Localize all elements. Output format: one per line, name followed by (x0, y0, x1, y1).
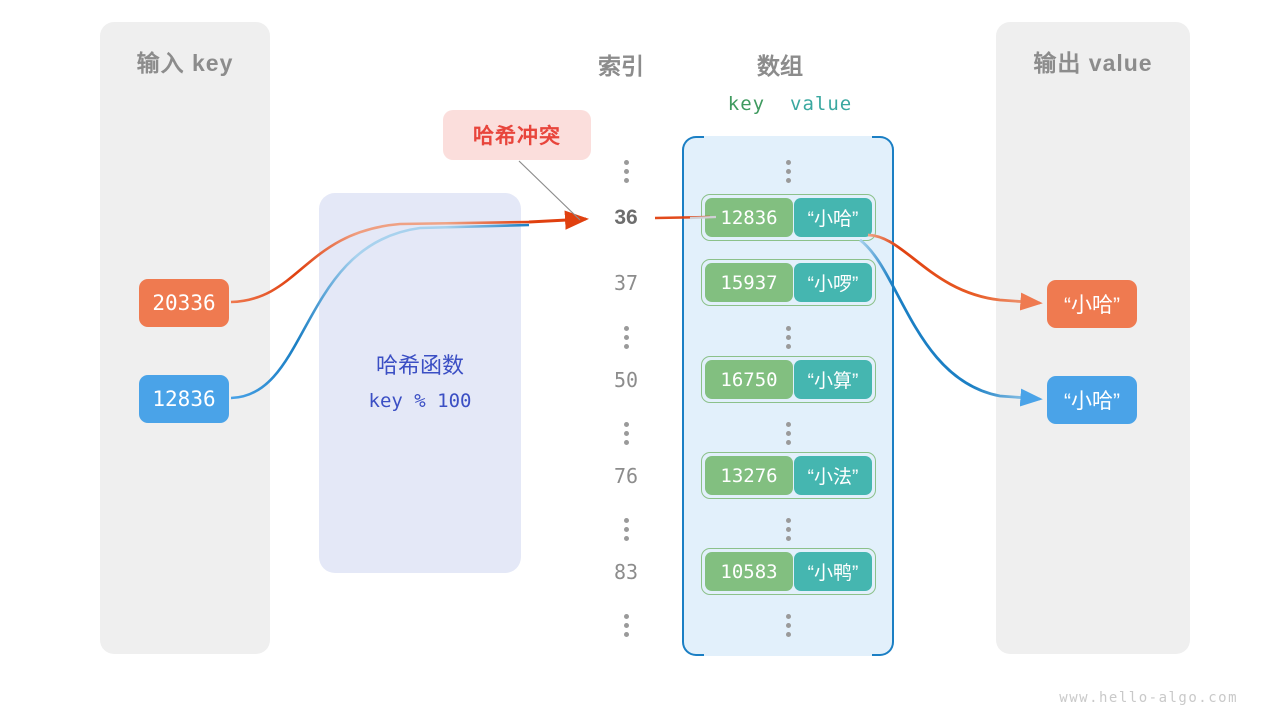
output-value-box-0: “小哈” (1047, 280, 1137, 328)
index-label-37: 37 (613, 271, 639, 295)
key-value-subheader: key value (684, 93, 896, 115)
bucket-row-83: 10583 “小鸭” (701, 548, 876, 595)
hash-function-formula: key % 100 (368, 390, 472, 412)
subheader-key-label: key (727, 93, 766, 115)
index-label-83: 83 (613, 560, 639, 584)
bucket-key-37: 15937 (705, 263, 793, 302)
output-value-box-1: “小哈” (1047, 376, 1137, 424)
index-label-50: 50 (613, 368, 639, 392)
output-panel-title: 输出 value (1033, 50, 1153, 76)
watermark: www.hello-algo.com (1059, 690, 1238, 706)
bucket-key-50: 16750 (705, 360, 793, 399)
index-ellipsis-2 (598, 422, 654, 449)
bucket-key-76: 13276 (705, 456, 793, 495)
input-key-box-1: 12836 (139, 375, 229, 423)
array-ellipsis-1 (682, 326, 894, 353)
array-ellipsis-3 (682, 518, 894, 545)
bucket-row-76: 13276 “小法” (701, 452, 876, 499)
array-container: 12836 “小哈” 15937 “小啰” 16750 “小算” 13276 “… (682, 136, 894, 656)
bucket-row-36: 12836 “小哈” (701, 194, 876, 241)
bucket-value-36: “小哈” (794, 198, 872, 237)
input-panel: 输入 key (100, 22, 270, 654)
array-ellipsis-0 (682, 160, 894, 187)
output-panel: 输出 value (996, 22, 1190, 654)
index-ellipsis-0 (598, 160, 654, 187)
bucket-row-50: 16750 “小算” (701, 356, 876, 403)
index-ellipsis-3 (598, 518, 654, 545)
bucket-value-83: “小鸭” (794, 552, 872, 591)
input-key-box-0: 20336 (139, 279, 229, 327)
array-bracket-left (682, 136, 704, 656)
index-column: 36 37 50 76 83 (598, 136, 654, 656)
hash-collision-badge: 哈希冲突 (443, 110, 591, 160)
array-column-header: 数组 (757, 53, 803, 79)
bucket-value-37: “小啰” (794, 263, 872, 302)
wire-merge-to-index-36 (528, 210, 589, 230)
input-panel-title: 输入 key (136, 50, 234, 76)
array-ellipsis-4 (682, 614, 894, 641)
index-label-36: 36 (614, 206, 638, 229)
bucket-value-50: “小算” (794, 360, 872, 399)
index-ellipsis-4 (598, 614, 654, 641)
wire-collision-leader (518, 160, 581, 221)
bucket-value-76: “小法” (794, 456, 872, 495)
bucket-key-83: 10583 (705, 552, 793, 591)
hash-function-box: 哈希函数 key % 100 (319, 193, 521, 573)
index-label-76: 76 (613, 464, 639, 488)
index-ellipsis-1 (598, 326, 654, 353)
hash-function-title: 哈希函数 (375, 353, 464, 378)
index-column-header: 索引 (598, 53, 644, 79)
bucket-row-37: 15937 “小啰” (701, 259, 876, 306)
bucket-key-36: 12836 (705, 198, 793, 237)
subheader-value-label: value (790, 93, 853, 115)
array-ellipsis-2 (682, 422, 894, 449)
